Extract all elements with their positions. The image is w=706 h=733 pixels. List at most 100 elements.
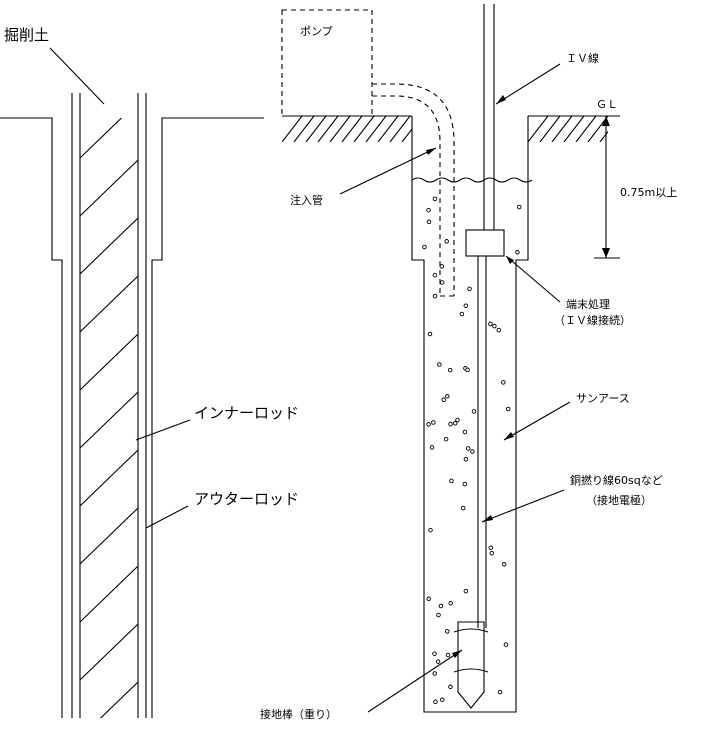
injection-pipe-arrowhead bbox=[426, 148, 436, 155]
particle bbox=[463, 588, 469, 594]
outer-rod-label: アウターロッド bbox=[194, 490, 299, 508]
rod-band-1 bbox=[453, 628, 489, 633]
particle bbox=[492, 323, 497, 329]
particle bbox=[489, 550, 494, 556]
particle bbox=[465, 446, 471, 451]
sunearth-particles bbox=[422, 196, 522, 705]
particle bbox=[426, 422, 431, 427]
ground-line-left bbox=[0, 117, 63, 718]
depth-arrow-top bbox=[602, 116, 610, 126]
particle bbox=[497, 689, 503, 695]
copper-wire-arrowhead bbox=[482, 515, 493, 522]
sunearth-label: サンアース bbox=[576, 392, 630, 405]
particle bbox=[515, 250, 520, 255]
particle bbox=[435, 659, 441, 664]
particle bbox=[427, 331, 433, 337]
particle bbox=[443, 436, 449, 442]
particle bbox=[433, 699, 438, 705]
particle bbox=[505, 406, 511, 412]
pump-label: ポンプ bbox=[300, 25, 333, 38]
ground-rod-label: 接地棒（重り） bbox=[260, 707, 337, 721]
water-surface bbox=[411, 177, 533, 183]
copper-wire-leader bbox=[481, 489, 565, 523]
depth-arrow-bottom bbox=[602, 248, 610, 258]
particle bbox=[448, 684, 453, 690]
terminal-leader bbox=[505, 255, 561, 303]
ground-line-right bbox=[151, 117, 264, 718]
particle bbox=[447, 367, 453, 373]
particle bbox=[439, 280, 445, 285]
injection-pipe-leader bbox=[339, 147, 437, 195]
excavated-soil-hatch bbox=[80, 118, 138, 718]
particle bbox=[448, 421, 453, 427]
particle bbox=[428, 527, 433, 533]
particle bbox=[503, 642, 509, 647]
particle bbox=[439, 264, 445, 269]
particle bbox=[432, 671, 437, 676]
ground-rod bbox=[457, 621, 485, 709]
particle bbox=[445, 652, 451, 658]
particle bbox=[465, 367, 470, 373]
particle bbox=[462, 481, 468, 487]
particle bbox=[445, 629, 450, 634]
injection-pipe-label: 注入管 bbox=[290, 193, 323, 207]
left-figure bbox=[0, 47, 264, 718]
depth-label: 0.75m以上 bbox=[620, 186, 677, 199]
ground-hatch-left bbox=[282, 116, 412, 142]
particle bbox=[431, 420, 436, 425]
pump-box bbox=[281, 9, 373, 117]
rod-band-2 bbox=[453, 668, 489, 673]
right-figure bbox=[281, 4, 620, 713]
particle bbox=[444, 239, 449, 244]
sunearth-leader bbox=[503, 401, 571, 441]
particle bbox=[488, 545, 494, 550]
particle bbox=[432, 272, 438, 278]
particle bbox=[452, 421, 458, 426]
particle bbox=[463, 457, 469, 462]
particle bbox=[432, 651, 437, 656]
particle bbox=[429, 445, 435, 450]
particle bbox=[462, 429, 468, 435]
particle bbox=[471, 409, 477, 414]
ground-rod-leader bbox=[367, 649, 463, 713]
particle bbox=[470, 449, 475, 454]
iv-wire-leader bbox=[495, 63, 561, 105]
particle bbox=[467, 286, 472, 292]
particle bbox=[445, 394, 450, 399]
ground-electrode-label: （接地電極） bbox=[586, 493, 652, 507]
particle bbox=[501, 562, 507, 567]
particle bbox=[496, 327, 502, 333]
particle bbox=[459, 311, 465, 317]
terminal-treatment-label: 端末処理 bbox=[566, 297, 610, 311]
particle bbox=[426, 596, 431, 602]
particle bbox=[460, 505, 466, 511]
excavated-soil-leader bbox=[49, 47, 105, 105]
particle bbox=[440, 697, 445, 702]
particle bbox=[432, 196, 438, 202]
particle bbox=[426, 207, 431, 213]
iv-connection-label: （ＩＶ線接続） bbox=[554, 313, 631, 327]
iv-wire-arrowhead bbox=[496, 95, 506, 104]
particle bbox=[441, 397, 446, 403]
outer-rod-leader bbox=[145, 505, 189, 529]
sunearth-arrowhead bbox=[504, 432, 514, 440]
terminal-box bbox=[465, 229, 505, 257]
excavated-soil-label: 掘削土 bbox=[4, 26, 49, 44]
particle bbox=[501, 380, 506, 385]
inner-rod-leader bbox=[135, 419, 191, 441]
arrowheads bbox=[426, 95, 610, 658]
terminal-arrowhead bbox=[506, 256, 514, 264]
ground-hatch-right bbox=[528, 116, 608, 142]
injection-pipe bbox=[372, 83, 455, 297]
copper-wire-label: 銅撚り線60sqなど bbox=[570, 473, 663, 487]
particle bbox=[455, 417, 460, 423]
particle bbox=[448, 601, 453, 606]
particle bbox=[432, 293, 438, 299]
particle bbox=[463, 303, 469, 308]
particle bbox=[488, 321, 493, 327]
particle bbox=[516, 204, 522, 210]
ground-rod-arrowhead bbox=[452, 650, 462, 658]
iv-wire-label: ＩＶ線 bbox=[566, 51, 599, 65]
